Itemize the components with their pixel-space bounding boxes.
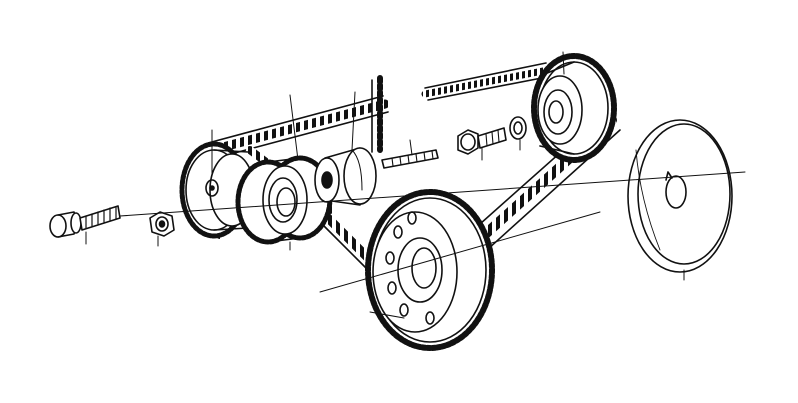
crank-sprocket <box>365 189 495 351</box>
nut <box>149 211 175 237</box>
bolt <box>49 205 121 238</box>
intermediate-sprocket <box>235 155 333 245</box>
sprocket-bolt <box>457 127 507 155</box>
stud <box>381 149 439 169</box>
leader-lines <box>85 51 746 319</box>
cover-plate <box>627 119 733 273</box>
cam-sprocket <box>531 53 617 163</box>
washer <box>509 116 527 140</box>
tensioner-roller <box>314 147 377 206</box>
